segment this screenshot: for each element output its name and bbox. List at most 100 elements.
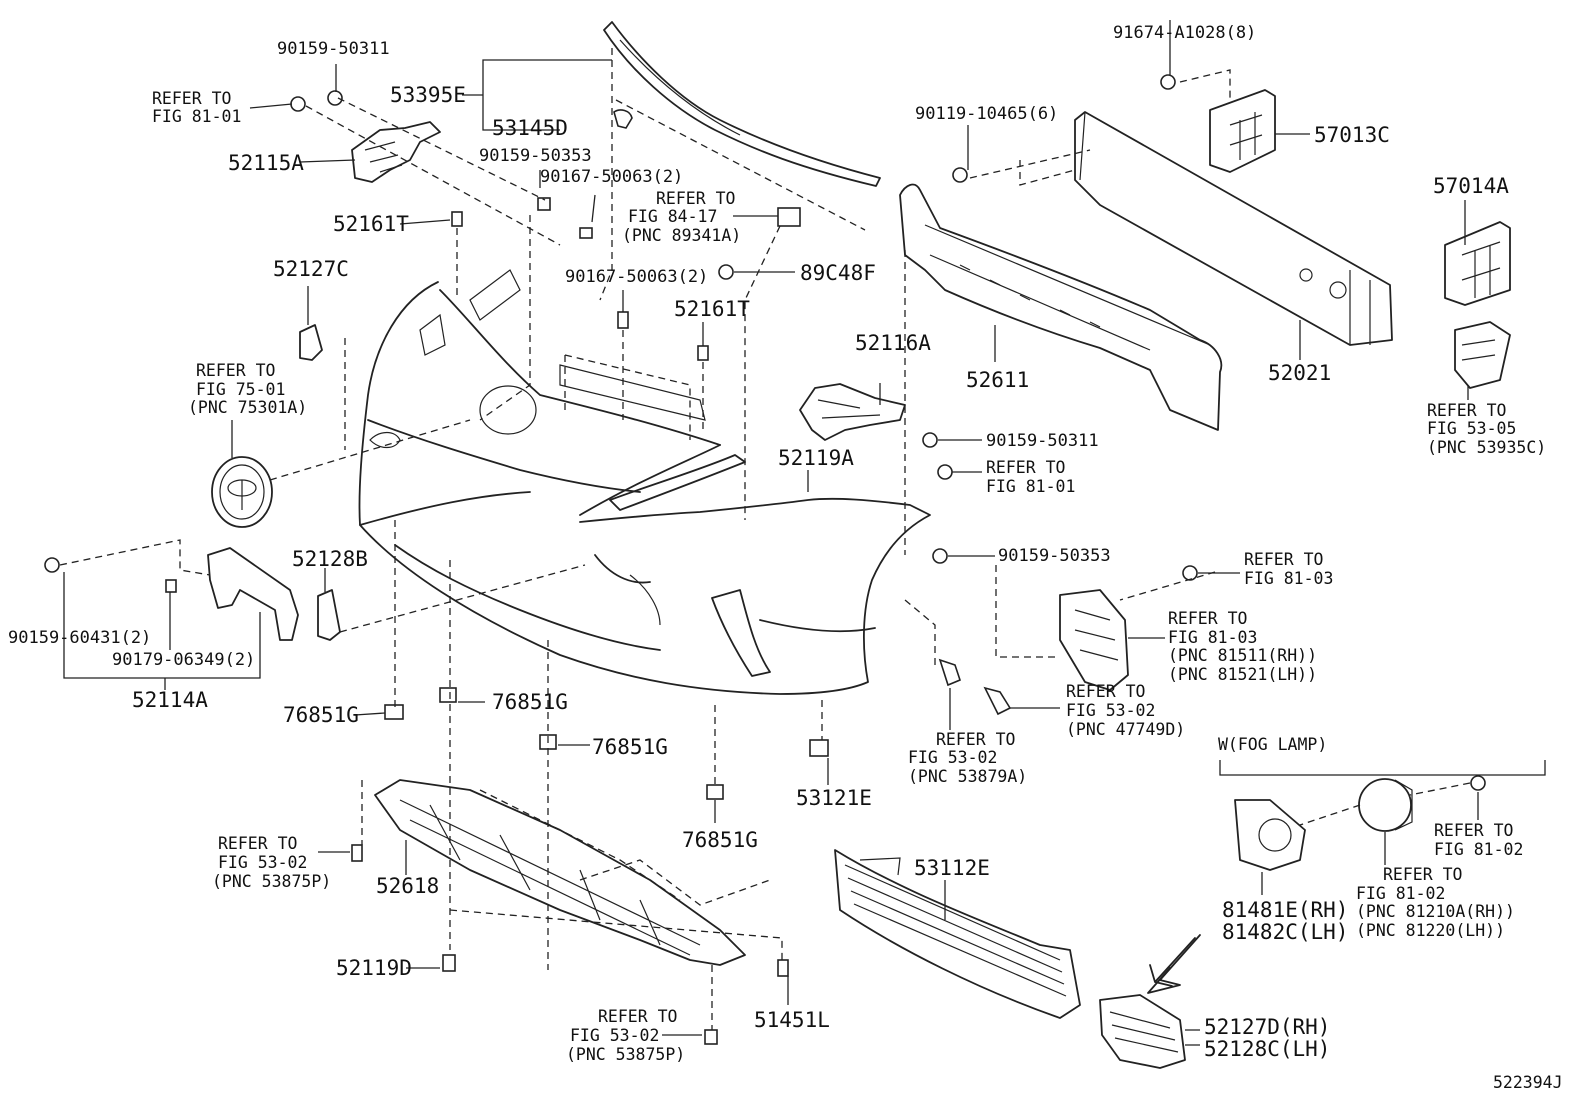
lower-grille-53112E <box>834 849 1081 1019</box>
label-52127D-RH: 52127D(RH) <box>1204 1015 1330 1039</box>
part-labels: 90159-50311 REFER TO FIG 81-01 53395E 53… <box>8 23 1563 1092</box>
label-52021: 52021 <box>1268 361 1331 385</box>
label-refer-fig-81-01-top-line1: REFER TO <box>152 89 231 108</box>
label-53121E: 53121E <box>796 786 872 810</box>
label-refer-fig-53-02-53879-line1: REFER TO <box>936 730 1015 749</box>
label-refer-fig-81-02-line2: FIG 81-02 <box>1434 840 1523 859</box>
label-refer-fig-75-01-line1: REFER TO <box>196 361 275 380</box>
label-52618: 52618 <box>376 874 439 898</box>
figure-id: 522394J <box>1493 1073 1563 1092</box>
label-90159-50353-mid: 90159-50353 <box>998 546 1111 566</box>
bracket-52115A <box>290 90 441 183</box>
label-refer-fig-81-02-line1: REFER TO <box>1434 821 1513 840</box>
label-refer-fig-53-02-53875P-line3: (PNC 53875P) <box>212 872 331 891</box>
label-52128C-LH: 52128C(LH) <box>1204 1037 1330 1061</box>
label-57013C: 57013C <box>1314 123 1390 147</box>
label-refer-fig-53-02-53879-line2: FIG 53-02 <box>908 748 997 767</box>
label-refer-fig-81-02-fog-line1: REFER TO <box>1383 865 1462 884</box>
license-bracket-52114A <box>44 547 299 641</box>
label-90119-10465-6: 90119-10465(6) <box>915 104 1058 124</box>
label-refer-fig-53-02-53875P-line2: FIG 53-02 <box>218 853 307 872</box>
label-81482C-LH: 81482C(LH) <box>1222 920 1348 944</box>
label-refer-fig-53-05-line2: FIG 53-05 <box>1427 419 1516 438</box>
absorber-52611 <box>899 183 1223 431</box>
cover-52128B <box>317 589 341 641</box>
fog-lamp-bezel-81481E <box>1234 799 1306 871</box>
label-refer-fig-81-03-lamp-line4: (PNC 81521(LH)) <box>1168 665 1317 684</box>
label-refer-fig-75-01-line2: FIG 75-01 <box>196 380 285 399</box>
label-refer-fig-81-03-lamp-line2: FIG 81-03 <box>1168 628 1257 647</box>
leader-lines <box>63 20 1546 1046</box>
label-refer-fig-81-01-mid-line2: FIG 81-01 <box>986 477 1075 496</box>
label-refer-fig-53-02-53875P-line1: REFER TO <box>218 834 297 853</box>
fasteners <box>351 167 968 1045</box>
label-refer-fig-53-02-53875P-bot-line1: REFER TO <box>598 1007 677 1026</box>
label-refer-fig-53-02-47749-line2: FIG 53-02 <box>1066 701 1155 720</box>
label-52119A: 52119A <box>778 446 854 470</box>
label-refer-fig-81-03-lamp-line1: REFER TO <box>1168 609 1247 628</box>
label-refer-fig-84-17-line1: REFER TO <box>656 189 735 208</box>
upper-retainer-53395E <box>603 21 881 187</box>
cover-52127C <box>299 324 323 361</box>
label-81481E-RH: 81481E(RH) <box>1222 898 1348 922</box>
label-refer-fig-53-05-line3: (PNC 53935C) <box>1427 438 1546 457</box>
label-52127C: 52127C <box>273 257 349 281</box>
lower-cover-52618 <box>374 779 746 966</box>
label-refer-fig-81-03-line1: REFER TO <box>1244 550 1323 569</box>
label-51451L: 51451L <box>754 1008 830 1032</box>
label-52114A: 52114A <box>132 688 208 712</box>
label-76851G-4: 76851G <box>682 828 758 852</box>
bracket-52116A <box>799 383 953 480</box>
reinforcement-52021 <box>1074 111 1393 346</box>
label-90167-50063-2-a: 90167-50063(2) <box>540 167 683 187</box>
label-90159-50311-mid: 90159-50311 <box>986 431 1099 451</box>
label-refer-fig-81-02-fog-line4: (PNC 81220(LH)) <box>1356 921 1505 940</box>
label-refer-fig-53-02-53875P-bot-line3: (PNC 53875P) <box>566 1045 685 1064</box>
label-refer-fig-84-17-line3: (PNC 89341A) <box>622 226 741 245</box>
label-refer-fig-81-02-fog-line3: (PNC 81210A(RH)) <box>1356 902 1515 921</box>
label-refer-fig-53-02-47749-line3: (PNC 47749D) <box>1066 720 1185 739</box>
fog-cover-52127D <box>1099 994 1186 1069</box>
label-53145D: 53145D <box>492 116 568 140</box>
label-57014A: 57014A <box>1433 174 1509 198</box>
label-90159-60431-2: 90159-60431(2) <box>8 628 151 648</box>
label-refer-fig-53-05-line1: REFER TO <box>1427 401 1506 420</box>
direction-arrow <box>1147 934 1201 994</box>
label-52161T-b: 52161T <box>674 297 750 321</box>
label-76851G-3: 76851G <box>592 735 668 759</box>
label-refer-fig-53-02-53875P-bot-line2: FIG 53-02 <box>570 1026 659 1045</box>
label-53112E: 53112E <box>914 856 990 880</box>
lamp-cover-81511 <box>1059 565 1198 691</box>
label-52116A: 52116A <box>855 331 931 355</box>
label-52161T-a: 52161T <box>333 212 409 236</box>
label-90167-50063-2-b: 90167-50063(2) <box>565 267 708 287</box>
label-refer-fig-81-01-top-line2: FIG 81-01 <box>152 107 241 126</box>
label-52115A: 52115A <box>228 151 304 175</box>
label-53395E: 53395E <box>390 83 466 107</box>
label-90179-06349-2: 90179-06349(2) <box>112 650 255 670</box>
label-89C48F: 89C48F <box>800 261 876 285</box>
label-refer-fig-81-02-fog-line2: FIG 81-02 <box>1356 884 1445 903</box>
label-refer-fig-81-03-lamp-line3: (PNC 81511(RH)) <box>1168 646 1317 665</box>
label-52128B: 52128B <box>292 547 368 571</box>
fog-lamp-81210A <box>1358 775 1486 832</box>
label-fog-lamp-header: W(FOG LAMP) <box>1218 735 1327 754</box>
label-refer-fig-84-17-line2: FIG 84-17 <box>628 207 717 226</box>
label-refer-fig-81-03-line2: FIG 81-03 <box>1244 569 1333 588</box>
assembly-dashed-lines <box>59 48 1471 1030</box>
emblem-75301A <box>211 456 273 528</box>
label-76851G-1: 76851G <box>283 703 359 727</box>
label-52611: 52611 <box>966 368 1029 392</box>
bumper-cover-52119A <box>358 269 931 695</box>
label-90159-50311-top: 90159-50311 <box>277 39 390 59</box>
label-refer-fig-81-01-mid-line1: REFER TO <box>986 458 1065 477</box>
duct-53935C <box>1454 321 1511 389</box>
label-refer-fig-53-02-47749-line1: REFER TO <box>1066 682 1145 701</box>
label-76851G-2: 76851G <box>492 690 568 714</box>
label-refer-fig-75-01-line3: (PNC 75301A) <box>188 398 307 417</box>
bracket-57014A <box>1444 221 1511 306</box>
label-refer-fig-53-02-53879-line3: (PNC 53879A) <box>908 767 1027 786</box>
bracket-57013C <box>1160 74 1276 173</box>
label-90159-50353-top: 90159-50353 <box>479 146 592 166</box>
